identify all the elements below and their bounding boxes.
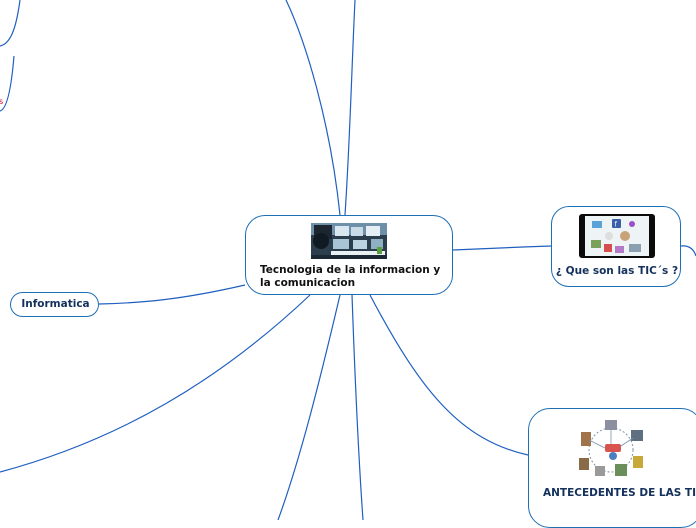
- connector-que-son-out: [681, 246, 696, 256]
- computer-lab-image: [311, 223, 387, 259]
- connector-informatica: [99, 285, 245, 304]
- topic-label-que-son: ¿ Que son las TIC´s ?: [552, 265, 682, 278]
- connector-lower-left: [0, 295, 310, 472]
- connector-antecedentes: [370, 295, 528, 455]
- connector-top-left: [286, 0, 340, 215]
- topic-label-informatica: Informatica: [11, 298, 100, 311]
- connector-top-right: [345, 0, 355, 215]
- partial-node-text: s: [0, 97, 3, 106]
- connector-upper-left-a: [0, 0, 20, 46]
- topic-label-antecedentes: ANTECEDENTES DE LAS TIC´S: [543, 487, 696, 500]
- central-topic-node[interactable]: Tecnologia de la informacion y la comuni…: [245, 215, 453, 295]
- topic-node-antecedentes[interactable]: ANTECEDENTES DE LAS TIC´S: [528, 408, 696, 528]
- connector-que-son: [453, 246, 551, 250]
- topic-node-que-son[interactable]: f ¿ Que son las TIC´s ?: [551, 206, 681, 287]
- connector-bottom-right: [352, 295, 363, 520]
- tic-icons-image: f: [579, 214, 655, 258]
- connector-bottom-left: [278, 295, 340, 520]
- central-topic-label: Tecnologia de la informacion y la comuni…: [260, 264, 445, 290]
- topic-node-informatica[interactable]: Informatica: [10, 292, 99, 317]
- network-diagram-image: [575, 418, 647, 480]
